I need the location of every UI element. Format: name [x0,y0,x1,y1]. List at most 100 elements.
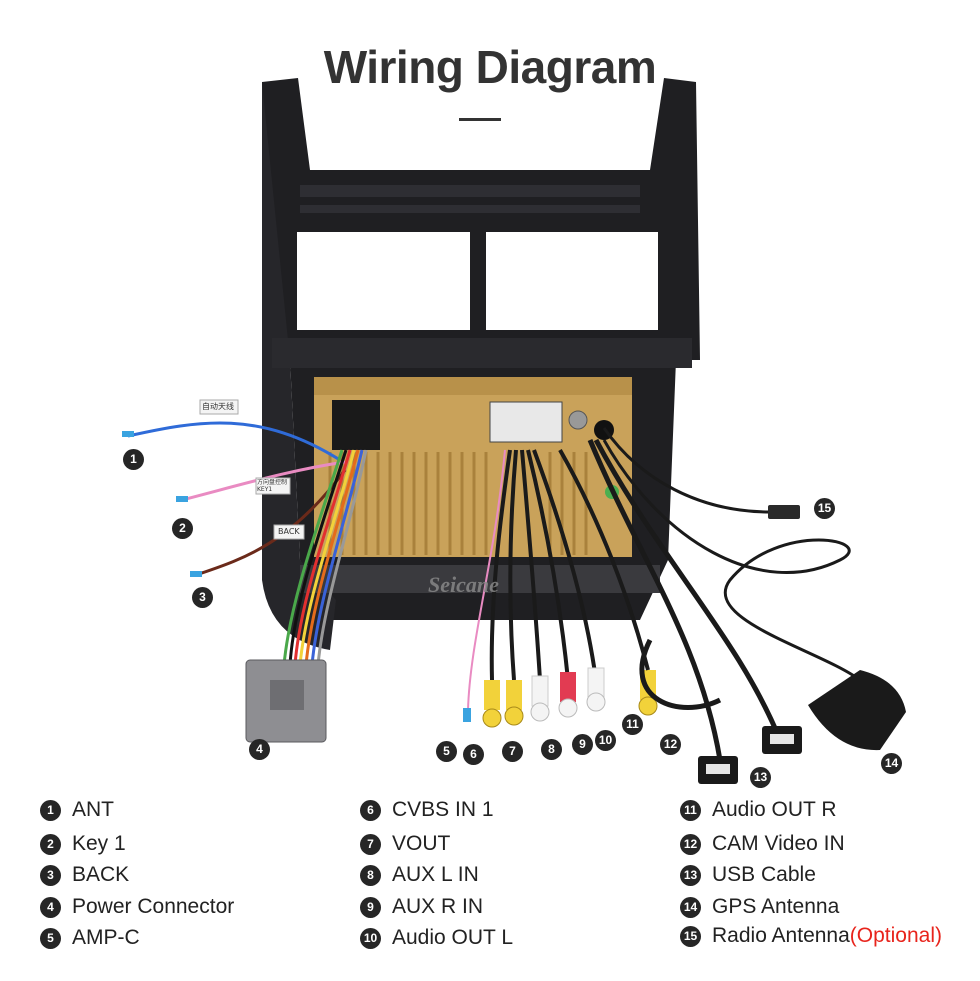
unit-base-plate [300,565,660,593]
legend-number: 2 [40,833,61,855]
legend-number: 10 [360,927,381,949]
power-connector-latch [270,680,304,710]
legend-number: 8 [360,864,381,886]
antenna-socket [568,410,588,430]
callout-2: 2 [172,518,193,539]
legend-item-amp-c: 5 AMP-C [40,925,140,951]
frame-opening-left [297,232,470,330]
legend-number: 5 [40,927,61,949]
gps-antenna-puck [808,670,906,751]
legend-label: CAM Video IN [712,832,845,855]
legend-number: 11 [680,799,701,821]
legend-label: VOUT [392,832,451,855]
key1-wire-tip [176,496,188,502]
callout-11: 11 [622,714,643,735]
av-connector-socket [489,401,563,443]
legend-label: AUX L IN [392,863,479,886]
back-wire-tip [190,571,202,577]
legend-label: Audio OUT L [392,926,514,949]
legend-label: BACK [72,863,130,886]
legend-label-text: Radio Antenna [712,924,850,947]
legend-number: 14 [680,896,701,918]
callout-13: 13 [750,767,771,788]
legend-item-cam-video-in: 12 CAM Video IN [680,831,845,857]
legend-item-key1: 2 Key 1 [40,831,126,857]
main-connector-socket [332,400,380,450]
brand-watermark: Seicane [428,572,499,597]
legend-label: GPS Antenna [712,895,840,918]
frame-opening-right [486,232,658,330]
callout-4: 4 [249,739,270,760]
callout-8: 8 [541,739,562,760]
legend-item-ant: 1 ANT [40,797,114,823]
radio-unit-top-strip [314,377,632,395]
legend-number: 4 [40,896,61,918]
cam-video-cable [558,449,650,671]
frame-bracket [272,338,692,368]
back-wire [195,469,347,577]
callout-1: 1 [123,449,144,470]
legend-item-back: 3 BACK [40,862,129,888]
callout-10: 10 [595,730,616,751]
amp-c-tip [463,708,471,722]
legend-item-usb-cable: 13 USB Cable [680,862,816,888]
legend-label: Key 1 [72,832,126,855]
legend-label: ANT [72,798,114,821]
title-underline [459,118,501,121]
legend-label: AMP-C [72,926,140,949]
radio-antenna-cable [602,427,771,514]
legend-number: 1 [40,799,61,821]
legend-label: Power Connector [72,895,235,918]
callout-3: 3 [192,587,213,608]
legend-label: USB Cable [712,863,816,886]
legend-label: AUX R IN [392,895,484,918]
legend-item-audio-out-r: 11 Audio OUT R [680,797,837,823]
legend-item-audio-out-l: 10 Audio OUT L [360,925,513,951]
legend-number: 7 [360,833,381,855]
ant-wire-tip [122,431,134,437]
back-tag [273,524,305,540]
amp-c-wire [467,449,506,711]
page-title: Wiring Diagram [323,41,657,93]
legend-number: 13 [680,864,701,886]
gps-cable [602,439,861,682]
frame-left-wing [262,82,336,650]
legend-item-power-connector: 4 Power Connector [40,894,234,920]
usb-port-2 [770,734,794,744]
radio-antenna-plug [768,505,800,519]
callout-7: 7 [502,741,523,762]
legend-item-aux-l-in: 8 AUX L IN [360,862,479,888]
usb-port-1 [706,764,730,774]
legend-label: CVBS IN 1 [392,798,494,821]
optional-note: (Optional) [849,924,942,947]
ant-tag-label: 自动天线 [202,402,234,411]
legend-item-radio-antenna: 15 Radio Antenna(Optional) [680,923,942,949]
back-tag-label: BACK [278,527,300,536]
ant-tag [199,399,239,415]
usb-cables [587,438,783,761]
frame-grille [300,185,640,213]
callout-9: 9 [572,734,593,755]
legend-item-gps-antenna: 14 GPS Antenna [680,894,839,920]
rca-cables [489,449,598,681]
legend-number: 3 [40,864,61,886]
legend-number: 12 [680,833,701,855]
callout-12: 12 [660,734,681,755]
rca-plugs [482,667,658,728]
legend-label: Audio OUT R [712,798,837,821]
callout-14: 14 [881,753,902,774]
power-harness-wires [282,449,368,666]
legend-number: 6 [360,799,381,821]
callout-15: 15 [814,498,835,519]
legend-label: Radio Antenna(Optional) [712,924,942,948]
key1-tag [255,477,291,495]
callout-5: 5 [436,741,457,762]
key1-tag-label: 方向盘控制 KEY1 [257,479,288,493]
legend-number: 9 [360,896,381,918]
callout-6: 6 [463,744,484,765]
ant-wire [127,421,341,462]
legend-item-aux-r-in: 9 AUX R IN [360,894,483,920]
legend-item-cvbs-in-1: 6 CVBS IN 1 [360,797,494,823]
legend-number: 15 [680,925,701,947]
